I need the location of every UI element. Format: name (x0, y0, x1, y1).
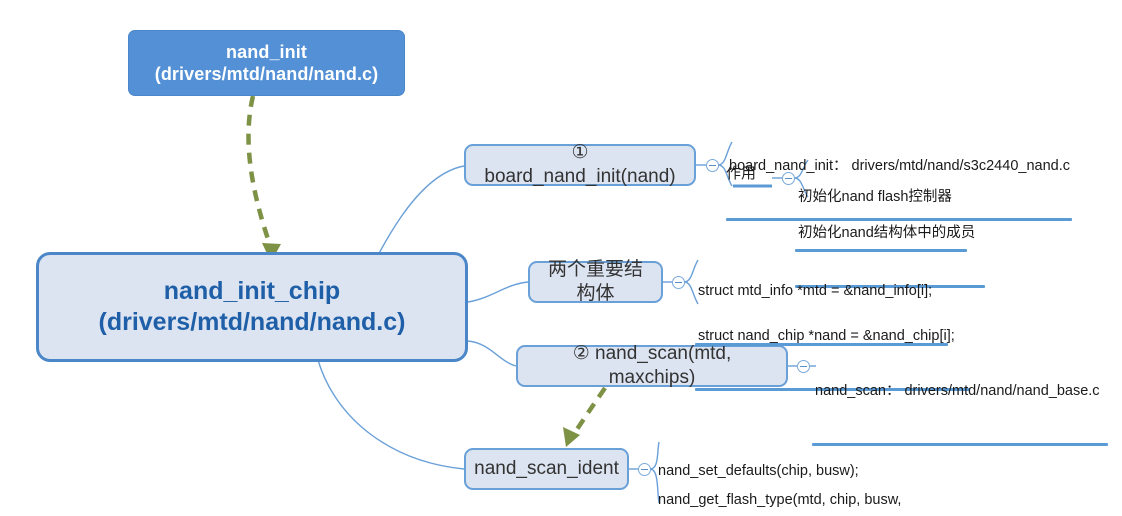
leaf-struct-mtd-info-text: struct mtd_info *mtd = &nand_info[i]; (698, 283, 933, 300)
topic-nand-scan-ident[interactable]: nand_scan_ident (464, 448, 629, 490)
wire-main-to-two-structs (467, 281, 529, 303)
leaf-struct-nand-chip[interactable]: struct nand_chip *nand = &nand_chip[i]; (695, 288, 970, 430)
leaf-underline-bar (695, 387, 970, 391)
collapse-minus-icon-zuoyong[interactable] (782, 172, 795, 185)
leaf-underline-bar (812, 442, 1108, 446)
leaf-init-nand-flash-controller-text: 初始化nand flash控制器 (798, 189, 952, 206)
topic-nand-scan-ident-label: nand_scan_ident (474, 458, 619, 480)
main-node-line2: (drivers/mtd/nand/nand.c) (98, 308, 406, 336)
collapse-minus-icon-board-nand-init[interactable] (706, 159, 719, 172)
root-node-line1: nand_init (226, 41, 307, 62)
root-node-line2: (drivers/mtd/nand/nand.c) (154, 64, 379, 84)
main-node-line1: nand_init_chip (163, 276, 341, 305)
collapse-minus-icon-nand-scan-ident[interactable] (638, 463, 651, 476)
leaf-underline-bar (795, 248, 967, 252)
topic-board-nand-init[interactable]: ① board_nand_init(nand) (464, 142, 696, 187)
leaf-nand-get-flash-type-line1: nand_get_flash_type(mtd, chip, busw, (658, 492, 902, 509)
leaf-nand-get-flash-type[interactable]: nand_get_flash_type(mtd, chip, busw, &na… (655, 452, 1105, 516)
collapse-minus-icon-two-structs[interactable] (672, 276, 685, 289)
leaf-init-nand-flash-controller[interactable]: 初始化nand flash控制器 (795, 149, 967, 291)
leaf-init-nand-struct-members[interactable]: 初始化nand结构体中的成员 (795, 185, 985, 327)
leaf-underline-bar (726, 217, 1072, 221)
wire-main-to-nand-scan (467, 340, 517, 367)
leaf-nand-set-defaults[interactable]: nand_set_defaults(chip, busw); (655, 423, 870, 516)
topic-two-structs[interactable]: 两个重要结构体 (528, 259, 663, 304)
topic-two-structs-label: 两个重要结构体 (547, 259, 643, 304)
label-zuoyong: 作用 (726, 165, 757, 182)
leaf-underline-bar (695, 342, 948, 346)
dashed-arrow-scan-to-ident (572, 386, 607, 436)
dashed-arrow-head-scan-to-ident (563, 427, 580, 447)
root-node-nand-init[interactable]: nand_init (drivers/mtd/nand/nand.c) (128, 30, 405, 96)
collapse-minus-icon-nand-scan[interactable] (797, 360, 810, 373)
leaf-board-nand-init-path-text: board_nand_init： drivers/mtd/nand/s3c244… (729, 158, 1070, 175)
topic-nand-scan[interactable]: ② nand_scan(mtd, maxchips) (516, 343, 788, 388)
leaf-init-nand-struct-members-text: 初始化nand结构体中的成员 (798, 225, 976, 242)
main-node-nand-init-chip[interactable]: nand_init_chip (drivers/mtd/nand/nand.c) (36, 252, 468, 362)
topic-board-nand-init-label: ① board_nand_init(nand) (484, 142, 676, 187)
dashed-arrow-root-to-main (246, 95, 274, 249)
leaf-nand-scan-path[interactable]: nand_scan： drivers/mtd/nand/nand_base.c (812, 343, 1108, 485)
leaf-struct-nand-chip-text: struct nand_chip *nand = &nand_chip[i]; (698, 328, 955, 345)
leaf-nand-scan-path-text: nand_scan： drivers/mtd/nand/nand_base.c (815, 383, 1100, 400)
topic-nand-scan-label: ② nand_scan(mtd, maxchips) (572, 343, 732, 388)
leaf-underline-bar (795, 284, 985, 288)
leaf-nand-set-defaults-text: nand_set_defaults(chip, busw); (658, 463, 859, 480)
leaf-board-nand-init-path[interactable]: board_nand_init： drivers/mtd/nand/s3c244… (726, 118, 1072, 260)
wire-main-to-nand-scan-ident (317, 359, 465, 470)
leaf-struct-mtd-info[interactable]: struct mtd_info *mtd = &nand_info[i]; (695, 243, 948, 385)
